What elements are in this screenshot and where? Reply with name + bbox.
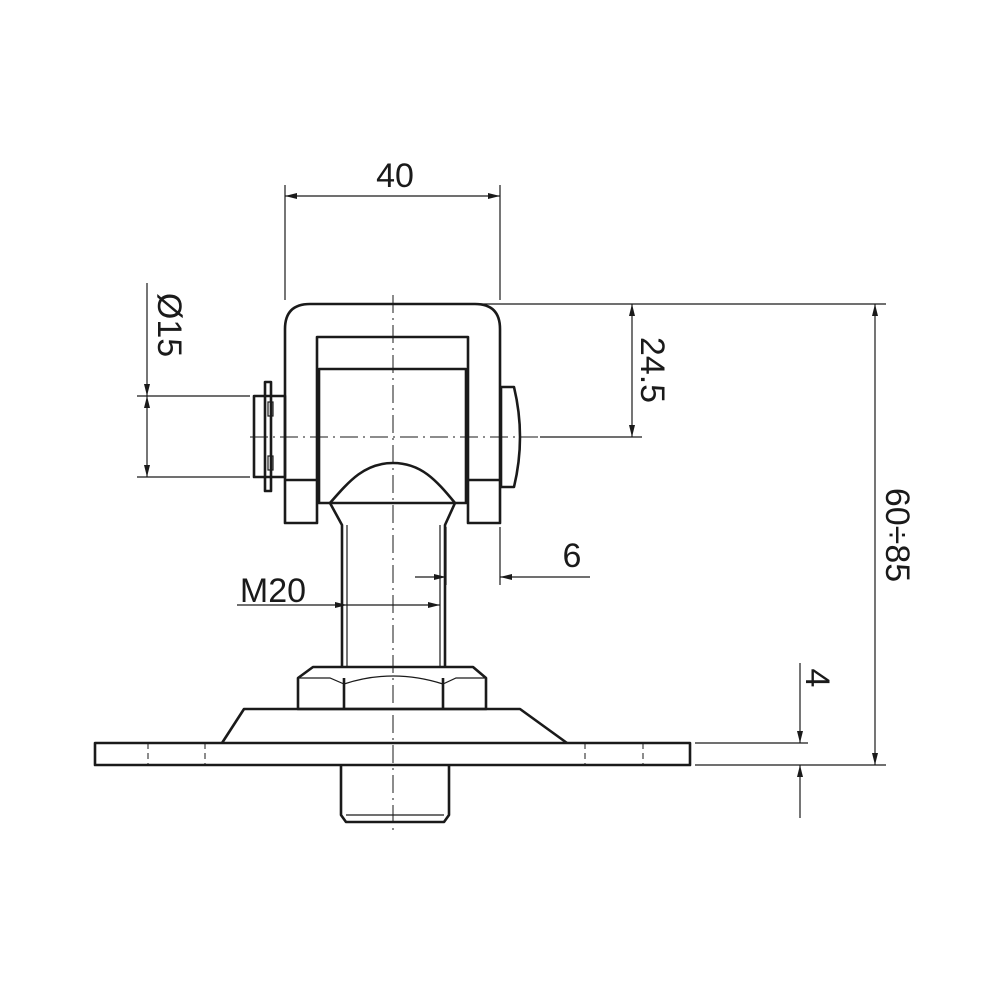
dimension-label-pin-diameter: Ø15 <box>150 293 188 357</box>
dimension-pin-height: 24.5 <box>480 303 886 438</box>
dimension-label-adjust-range: 60÷85 <box>878 488 916 582</box>
dimension-label-pin-height: 24.5 <box>633 337 671 403</box>
hinge-knuckle <box>317 367 468 668</box>
mounting-plate <box>93 707 692 767</box>
hex-nut <box>296 665 488 711</box>
pin-head-left <box>252 380 287 493</box>
dimension-label-plate-thickness: 4 <box>798 669 836 688</box>
dimension-label-thread: M20 <box>240 572 306 610</box>
dimension-pin-diameter: Ø15 <box>137 283 250 478</box>
dimension-plate-thickness: 4 <box>695 663 836 818</box>
threaded-stud <box>339 765 451 824</box>
dimension-label-offset: 6 <box>563 537 582 575</box>
dimension-adjust-range: 60÷85 <box>695 304 916 766</box>
dimension-width: 40 <box>284 157 501 300</box>
dimension-label-width: 40 <box>376 157 414 195</box>
centerlines <box>250 295 556 832</box>
dimension-thread: M20 <box>237 572 440 610</box>
dimension-offset: 6 <box>415 527 590 585</box>
pin-head-right <box>499 385 522 489</box>
